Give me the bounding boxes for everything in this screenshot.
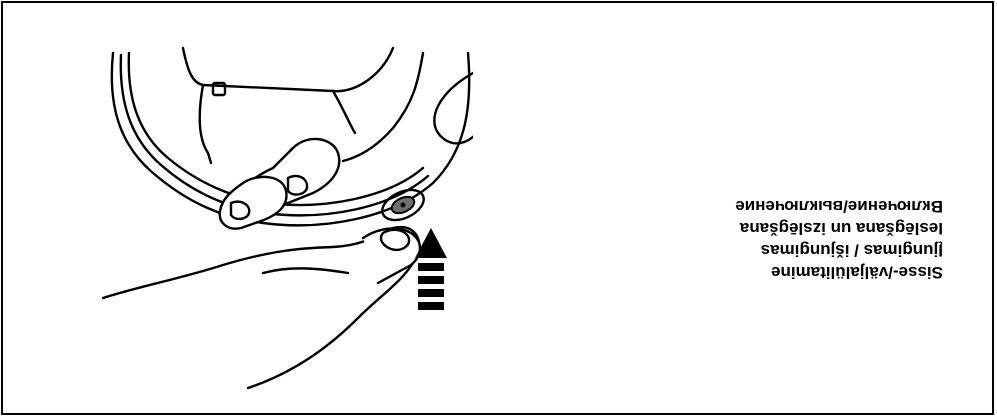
housing-top xyxy=(183,48,393,91)
housing-edge xyxy=(333,91,355,133)
thumbnail xyxy=(381,230,409,250)
fingernail-2 xyxy=(231,202,249,219)
power-button-illustration xyxy=(93,33,473,398)
caption-line-russian: Включение/выключение xyxy=(693,195,943,217)
caption-line-latvian: Ieslēgšana un izslēgšana xyxy=(693,217,943,239)
caption-line-lithuanian: Įjungimas / išjungimas xyxy=(693,239,943,261)
device-side xyxy=(343,53,423,161)
finger-2 xyxy=(220,177,287,229)
housing-panel xyxy=(200,85,211,163)
power-switch-caption: Sisse-/väljalülitamine Įjungimas / išjun… xyxy=(693,163,943,283)
caption-line-estonian: Sisse-/väljalülitamine xyxy=(693,261,943,283)
power-button-dot xyxy=(401,203,406,208)
fingernail-1 xyxy=(288,176,307,195)
